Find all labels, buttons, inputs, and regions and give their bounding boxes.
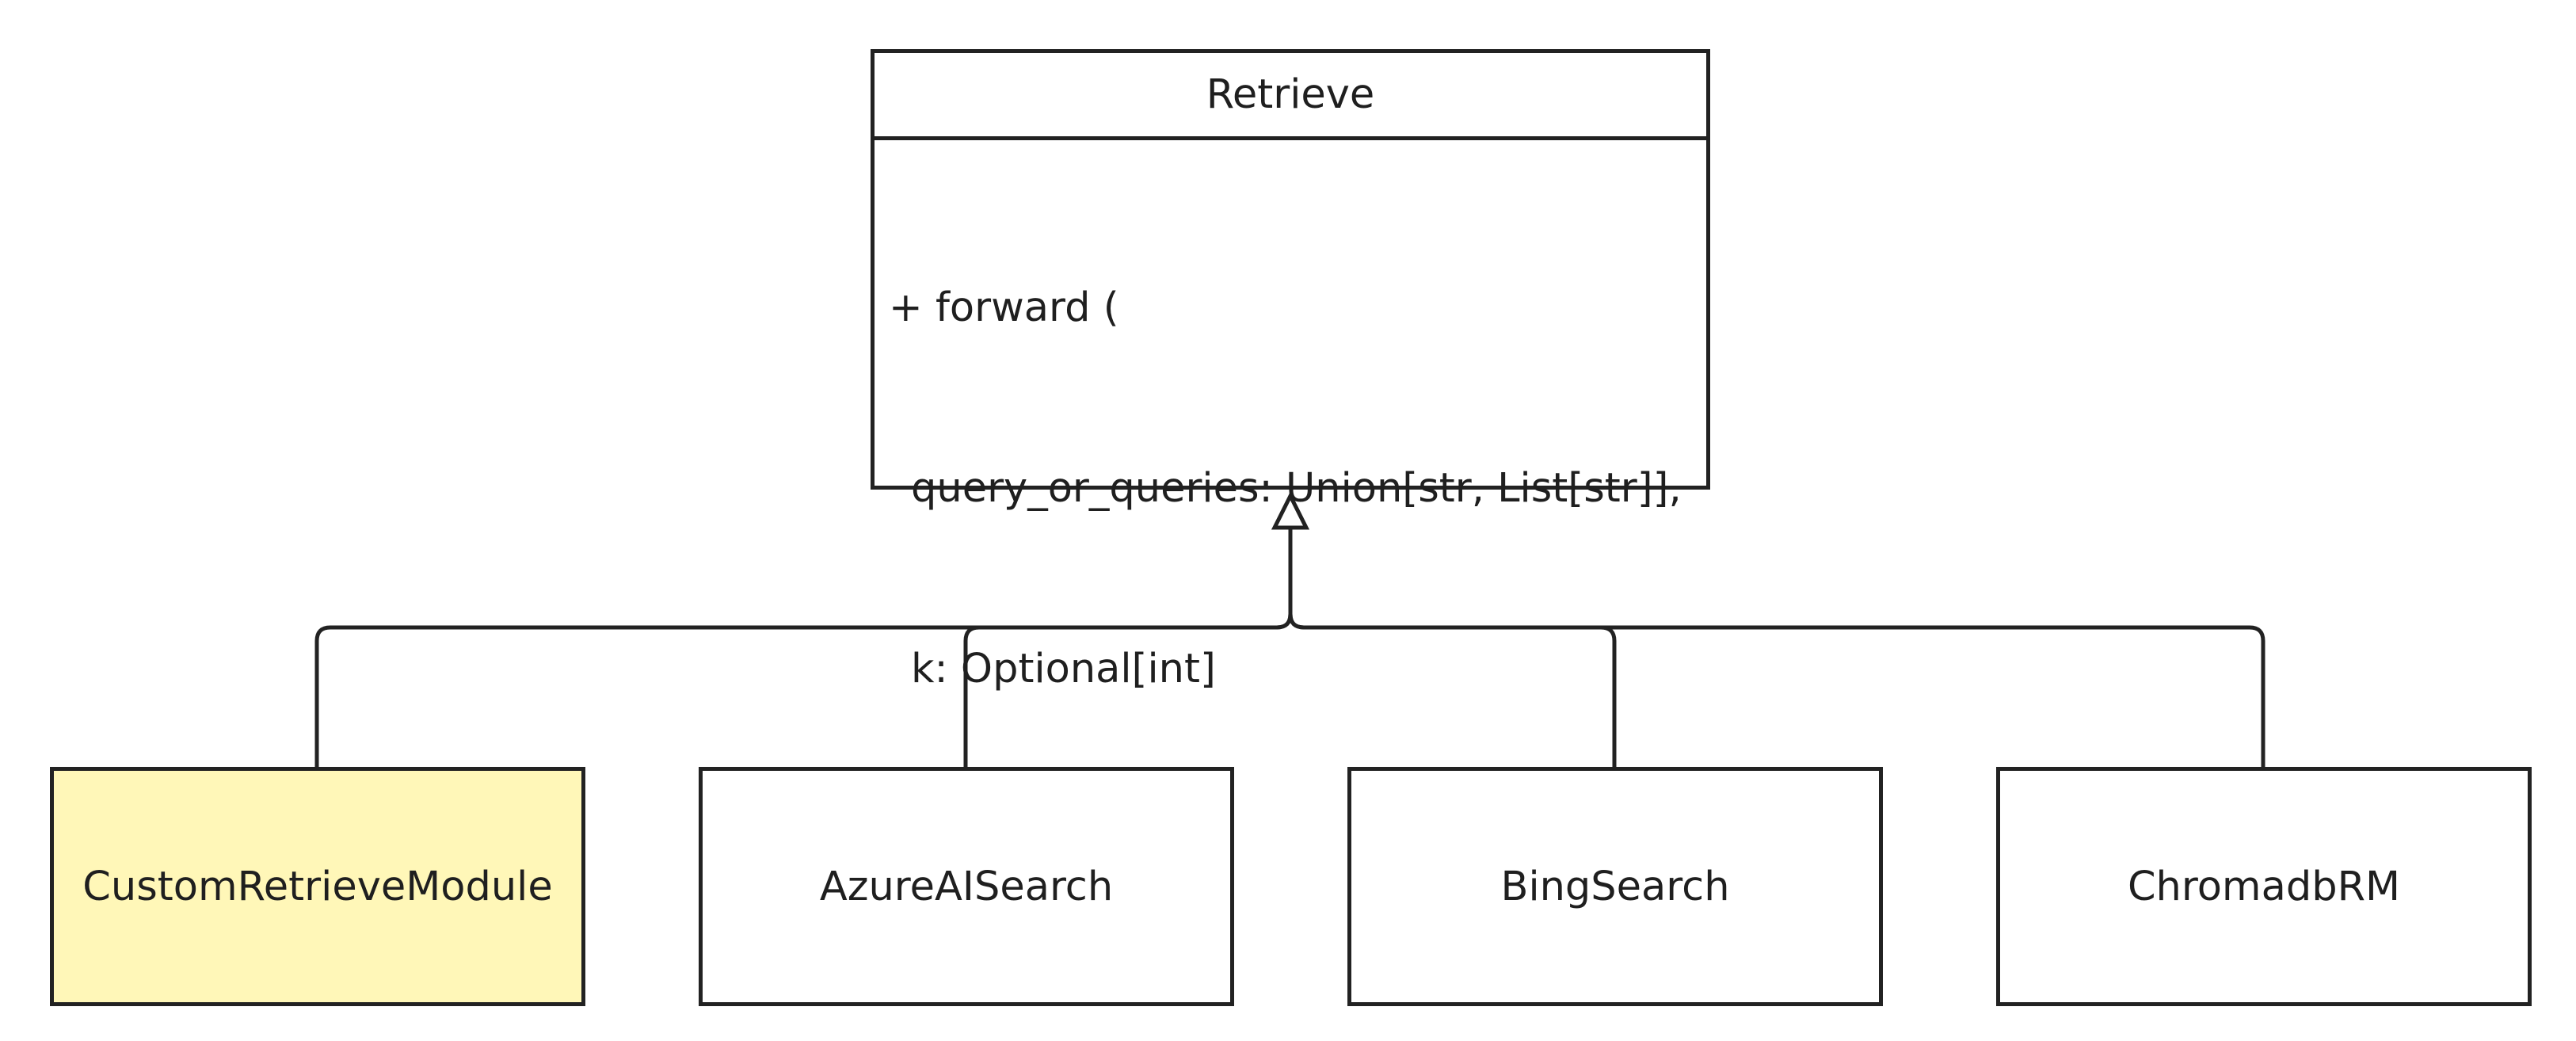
chromadb-rm-label: ChromadbRM <box>2127 863 2401 910</box>
azure-ai-search-box: AzureAISearch <box>699 767 1234 1006</box>
bing-search-label: BingSearch <box>1500 863 1730 910</box>
bing-search-box: BingSearch <box>1347 767 1883 1006</box>
retrieve-class-title: Retrieve <box>875 53 1706 140</box>
inheritance-branch-center-left <box>963 612 1293 769</box>
forward-method-signature-start: + forward ( <box>889 284 1119 331</box>
inheritance-branch-right <box>1288 612 2265 769</box>
forward-method-param-k: k: Optional[int] <box>911 646 1216 692</box>
custom-retrieve-module-box: CustomRetrieveModule <box>50 767 585 1006</box>
custom-retrieve-module-label: CustomRetrieveModule <box>82 863 553 910</box>
generalization-arrowhead-icon <box>1271 491 1310 530</box>
retrieve-method-block: + forward ( query_or_queries: Union[str,… <box>889 158 1692 1001</box>
azure-ai-search-label: AzureAISearch <box>819 863 1114 910</box>
forward-method-param-query: query_or_queries: Union[str, List[str]], <box>911 465 1682 512</box>
retrieve-class-box: Retrieve + forward ( query_or_queries: U… <box>871 49 1710 873</box>
chromadb-rm-box: ChromadbRM <box>1996 767 2532 1006</box>
